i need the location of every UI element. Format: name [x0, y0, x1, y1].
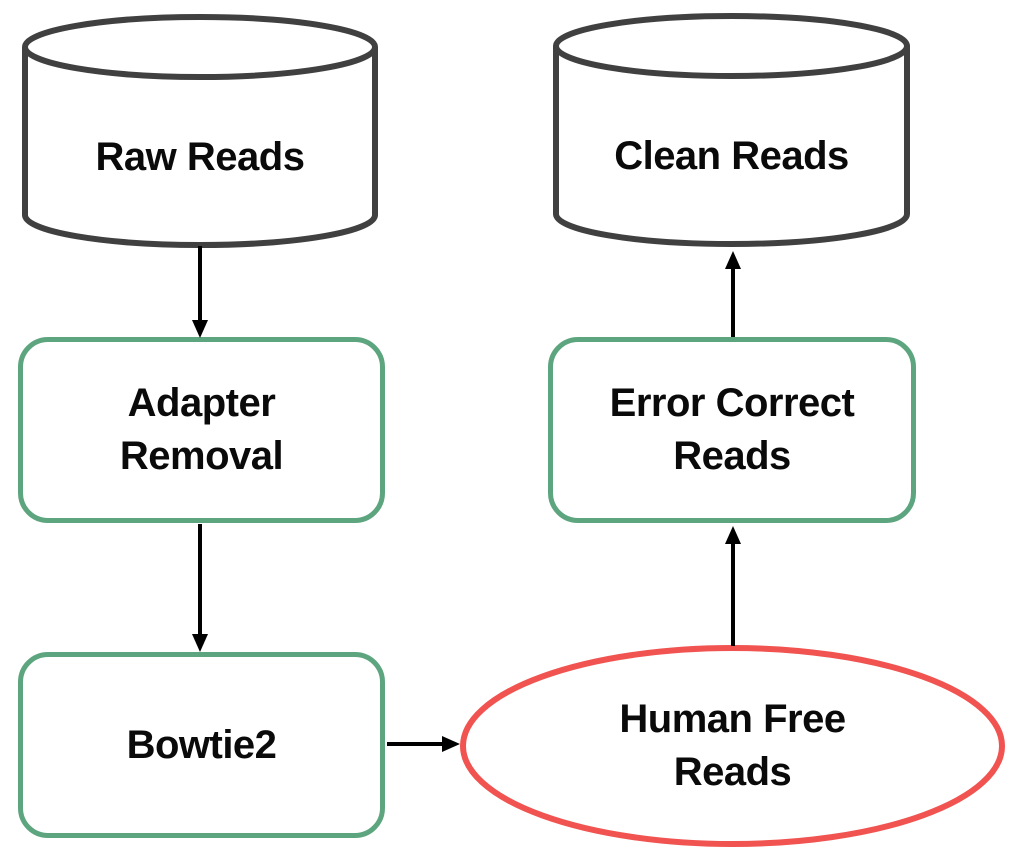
node-clean-reads: Clean Reads [553, 13, 910, 247]
arrow-raw-reads-to-adapter-removal [192, 246, 208, 338]
label-text: Adapter [127, 381, 276, 426]
label-text: Clean Reads [614, 133, 849, 178]
node-label-human-free-reads: Human Free Reads [460, 645, 1005, 847]
node-label-adapter-removal: Adapter Removal [119, 377, 284, 483]
node-error-correct-reads: Error Correct Reads [548, 337, 916, 523]
label-text: Human Free [619, 697, 846, 742]
node-bowtie2: Bowtie2 [18, 652, 385, 838]
ellipse-shape [460, 645, 1005, 847]
node-human-free-reads: Human Free Reads [460, 645, 1005, 847]
label-text: Bowtie2 [126, 722, 277, 767]
database-cylinder-icon [553, 13, 910, 247]
label-text: Error Correct [609, 381, 855, 426]
node-label-clean-reads: Clean Reads [553, 73, 910, 239]
arrow-adapter-removal-to-bowtie2 [192, 524, 208, 652]
node-label-bowtie2: Bowtie2 [127, 719, 277, 772]
node-adapter-removal: Adapter Removal [18, 337, 385, 523]
label-text: Removal [119, 434, 284, 478]
node-label-error-correct-reads: Error Correct Reads [610, 377, 855, 483]
arrow-human-free-reads-to-error-correct-reads [725, 526, 741, 646]
arrow-bowtie2-to-human-free-reads [387, 736, 460, 752]
node-raw-reads: Raw Reads [22, 14, 378, 248]
label-text: Reads [673, 434, 791, 478]
label-text: Reads [673, 750, 792, 794]
node-label-raw-reads: Raw Reads [22, 74, 378, 240]
database-cylinder-icon [22, 14, 378, 248]
arrow-error-correct-reads-to-clean-reads [725, 251, 741, 337]
label-text: Raw Reads [95, 134, 305, 179]
